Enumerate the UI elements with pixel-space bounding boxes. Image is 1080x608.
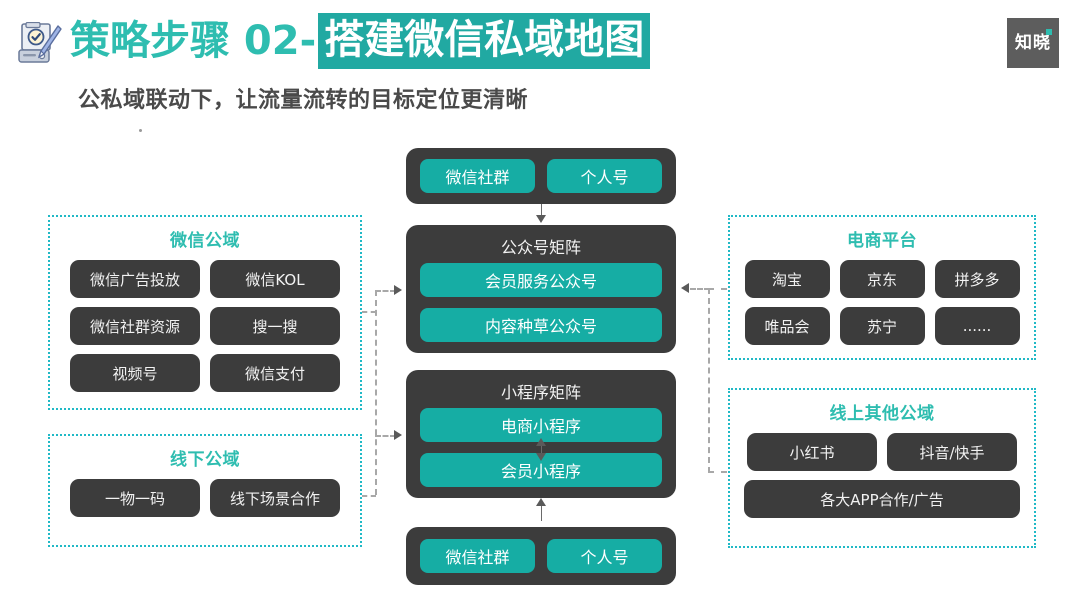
connector-between-miniprograms — [541, 443, 542, 457]
panel-offline-public-domain: 线下公域 一物一码 线下场景合作 — [48, 434, 362, 547]
chip-grid-other-online-public-domain: 小红书 抖音/快手 各大APP合作/广告 — [730, 433, 1034, 518]
panel-title-other-online-public-domain: 线上其他公域 — [829, 404, 935, 424]
chip-item[interactable]: 淘宝 — [744, 260, 830, 298]
center-heading-miniprogram-matrix: 小程序矩阵 — [500, 383, 581, 402]
panel-title-ecommerce-platforms: 电商平台 — [847, 231, 917, 251]
page-subtitle: 公私域联动下，让流量流转的目标定位更清晰 — [78, 88, 529, 113]
title-highlight: 搭建微信私域地图 — [318, 13, 651, 69]
chip-grid-wechat-public-domain: 微信广告投放 微信KOL 微信社群资源 搜一搜 视频号 微信支付 — [50, 260, 360, 392]
panel-ecommerce-platforms: 电商平台 淘宝 京东 拼多多 唯品会 苏宁 ...... — [728, 215, 1036, 360]
connector-left-in-wechat — [362, 311, 376, 313]
center-miniprogram-matrix: 小程序矩阵 电商小程序 会员小程序 — [406, 370, 676, 498]
center-official-account-matrix-items: 会员服务公众号 内容种草公众号 — [406, 263, 676, 355]
connector-right-in-other-online — [708, 471, 727, 473]
connector-right-out-official — [690, 288, 710, 290]
chip-item[interactable]: 拼多多 — [934, 260, 1020, 298]
brand-logo: 知晓 — [1007, 18, 1059, 68]
chip-item[interactable]: 微信支付 — [210, 354, 340, 392]
chip-item[interactable]: 京东 — [839, 260, 925, 298]
chip-item[interactable]: 唯品会 — [744, 307, 830, 345]
chip-grid-ecommerce-platforms: 淘宝 京东 拼多多 唯品会 苏宁 ...... — [730, 260, 1034, 345]
center-chip-wechat-community-top[interactable]: 微信社群 — [420, 159, 535, 193]
connector-right-in-ecommerce — [708, 288, 727, 290]
chip-item[interactable]: 抖音/快手 — [887, 433, 1017, 471]
chip-item[interactable]: 苏宁 — [839, 307, 925, 345]
connector-top-to-official — [541, 204, 542, 218]
panel-title-offline-public-domain: 线下公域 — [170, 450, 240, 470]
center-bottom-group: 微信社群 个人号 — [406, 527, 676, 585]
panel-other-online-public-domain: 线上其他公域 小红书 抖音/快手 各大APP合作/广告 — [728, 388, 1036, 548]
chip-item[interactable]: 一物一码 — [70, 479, 200, 517]
brand-logo-accent-dot — [1046, 29, 1052, 35]
arrow-up-between-miniprograms — [536, 438, 546, 446]
chip-item[interactable]: 线下场景合作 — [210, 479, 340, 517]
arrow-up-to-miniprogram-matrix — [536, 498, 546, 506]
arrow-right-to-miniprogram-matrix — [394, 430, 402, 440]
chip-item[interactable]: 搜一搜 — [210, 307, 340, 345]
connector-left-out-miniprogram — [375, 435, 396, 437]
center-chip-member-service-official-account[interactable]: 会员服务公众号 — [420, 263, 662, 297]
decorative-dot — [139, 129, 142, 132]
chip-item[interactable]: 视频号 — [70, 354, 200, 392]
center-chip-content-seeding-official-account[interactable]: 内容种草公众号 — [420, 308, 662, 342]
slide-header: 策略步骤 02- 搭建微信私域地图 公私域联动下，让流量流转的目标定位更清晰 知… — [0, 0, 1080, 132]
chip-item[interactable]: 各大APP合作/广告 — [744, 480, 1020, 518]
panel-wechat-public-domain: 微信公域 微信广告投放 微信KOL 微信社群资源 搜一搜 视频号 微信支付 — [48, 215, 362, 410]
center-chip-wechat-community-bottom[interactable]: 微信社群 — [420, 539, 535, 573]
brand-logo-text: 知晓 — [1015, 33, 1051, 53]
center-chip-personal-account-bottom[interactable]: 个人号 — [547, 539, 662, 573]
arrow-right-to-official-matrix — [394, 285, 402, 295]
title-prefix: 策略步骤 02- — [70, 18, 317, 64]
center-chip-personal-account-top[interactable]: 个人号 — [547, 159, 662, 193]
chip-item[interactable]: ...... — [934, 307, 1020, 345]
chip-item[interactable]: 微信广告投放 — [70, 260, 200, 298]
center-miniprogram-matrix-items: 电商小程序 会员小程序 — [406, 408, 676, 500]
clipboard-checklist-pencil-icon — [18, 22, 62, 63]
connector-left-in-offline — [362, 495, 376, 497]
arrow-left-to-official-matrix — [681, 283, 689, 293]
chip-item[interactable]: 微信KOL — [210, 260, 340, 298]
center-heading-official-account-matrix: 公众号矩阵 — [500, 238, 581, 257]
arrow-down-to-official-matrix — [536, 215, 546, 223]
chip-item[interactable]: 微信社群资源 — [70, 307, 200, 345]
arrow-down-between-miniprograms — [536, 453, 546, 461]
connector-left-trunk — [375, 290, 377, 495]
center-bottom-group-row: 微信社群 个人号 — [406, 527, 676, 585]
chip-item[interactable]: 小红书 — [747, 433, 877, 471]
center-official-account-matrix: 公众号矩阵 会员服务公众号 内容种草公众号 — [406, 225, 676, 353]
connector-bottom-to-miniprogram — [541, 505, 542, 521]
panel-title-wechat-public-domain: 微信公域 — [170, 231, 240, 251]
center-top-group: 微信社群 个人号 — [406, 148, 676, 204]
connector-left-out-official — [375, 290, 396, 292]
page-title: 策略步骤 02- 搭建微信私域地图 — [70, 13, 651, 69]
center-top-group-row: 微信社群 个人号 — [406, 148, 676, 204]
center-chip-ecommerce-miniprogram[interactable]: 电商小程序 — [420, 408, 662, 442]
chip-grid-offline-public-domain: 一物一码 线下场景合作 — [50, 479, 360, 517]
connector-right-trunk — [708, 288, 710, 473]
